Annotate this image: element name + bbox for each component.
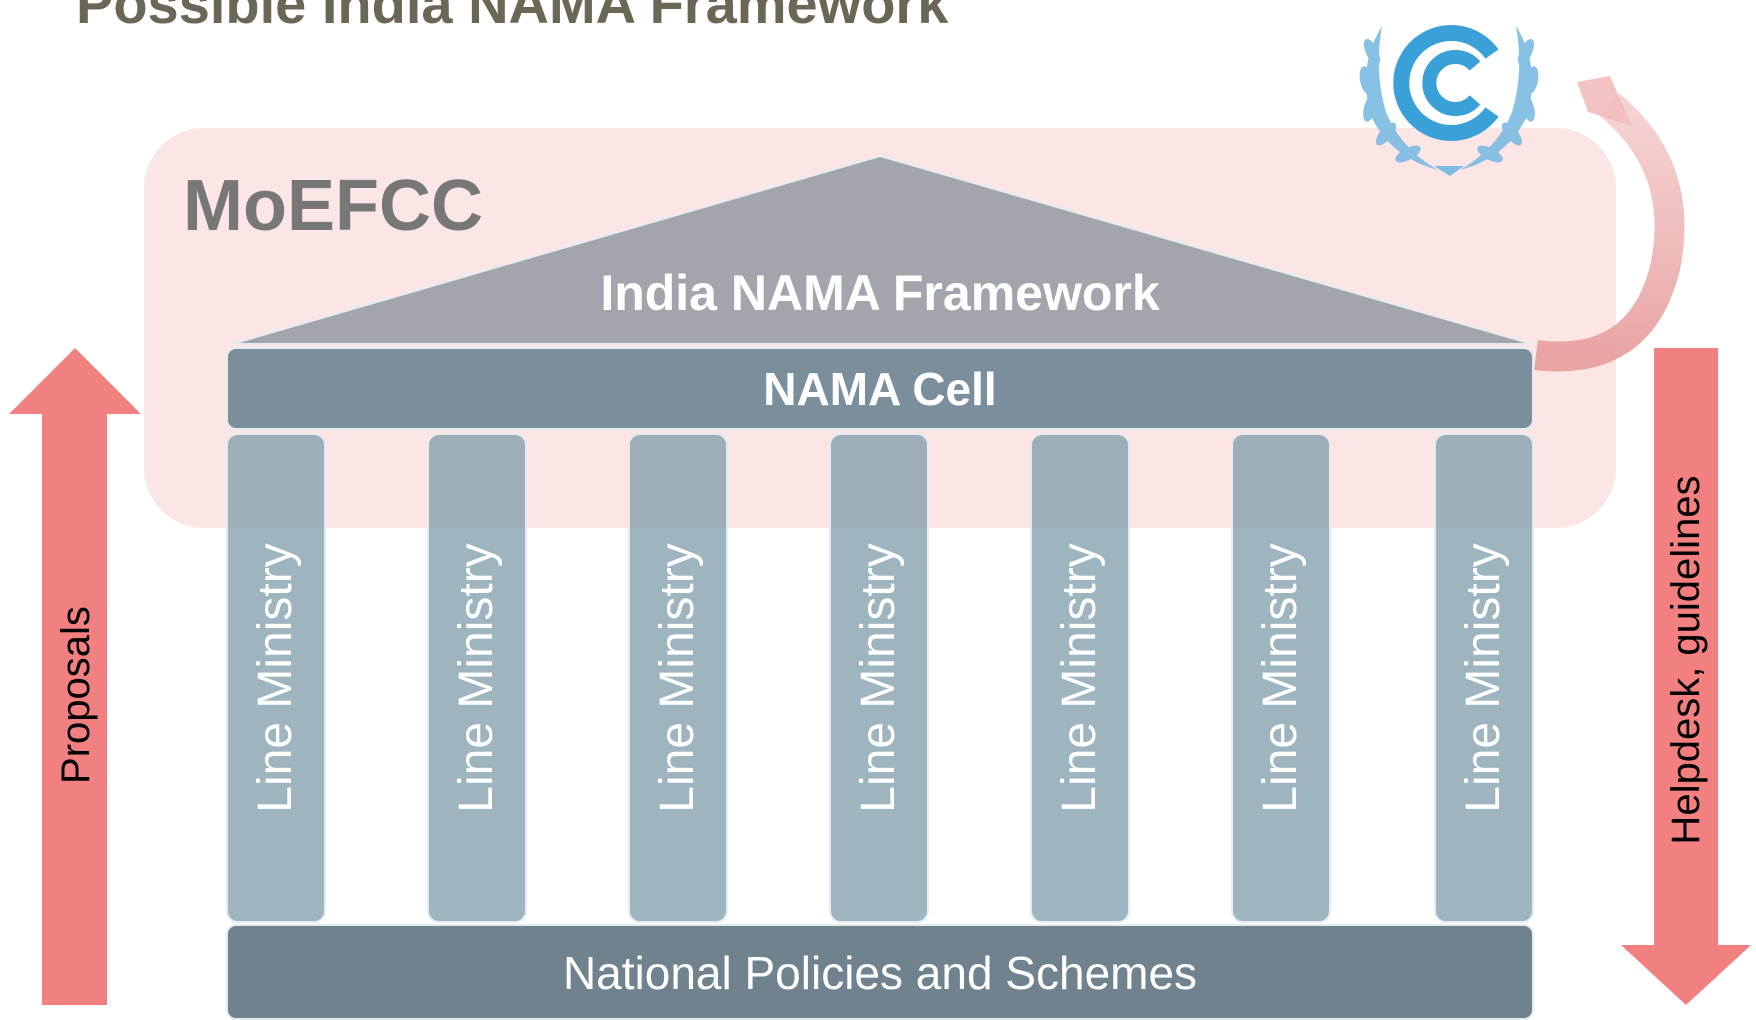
line-ministry-pillar: Line Ministry: [226, 433, 326, 923]
curved-arrowhead: [1577, 76, 1632, 126]
line-ministry-pillar: Line Ministry: [1434, 433, 1534, 923]
proposals-arrow: [9, 348, 141, 1005]
line-ministry-pillar: Line Ministry: [829, 433, 929, 923]
line-ministry-pillar: Line Ministry: [1231, 433, 1331, 923]
curved-arrow-to-unfccc: [1534, 93, 1685, 372]
proposals-label: Proposals: [54, 606, 98, 784]
line-ministry-pillar: Line Ministry: [1030, 433, 1130, 923]
slide-title: Possible India NAMA Framework: [76, 0, 949, 35]
unfccc-emblem-icon: [1359, 25, 1539, 176]
national-policies-base: National Policies and Schemes: [226, 924, 1534, 1020]
line-ministry-pillar: Line Ministry: [427, 433, 527, 923]
moefcc-label: MoEFCC: [183, 166, 483, 246]
helpdesk-guidelines-label: Helpdesk, guidelines: [1664, 475, 1708, 845]
nama-cell-beam: NAMA Cell: [226, 347, 1534, 430]
framework-roof-label: India NAMA Framework: [600, 265, 1160, 321]
helpdesk-arrow: [1621, 348, 1751, 1005]
line-ministry-pillar: Line Ministry: [628, 433, 728, 923]
